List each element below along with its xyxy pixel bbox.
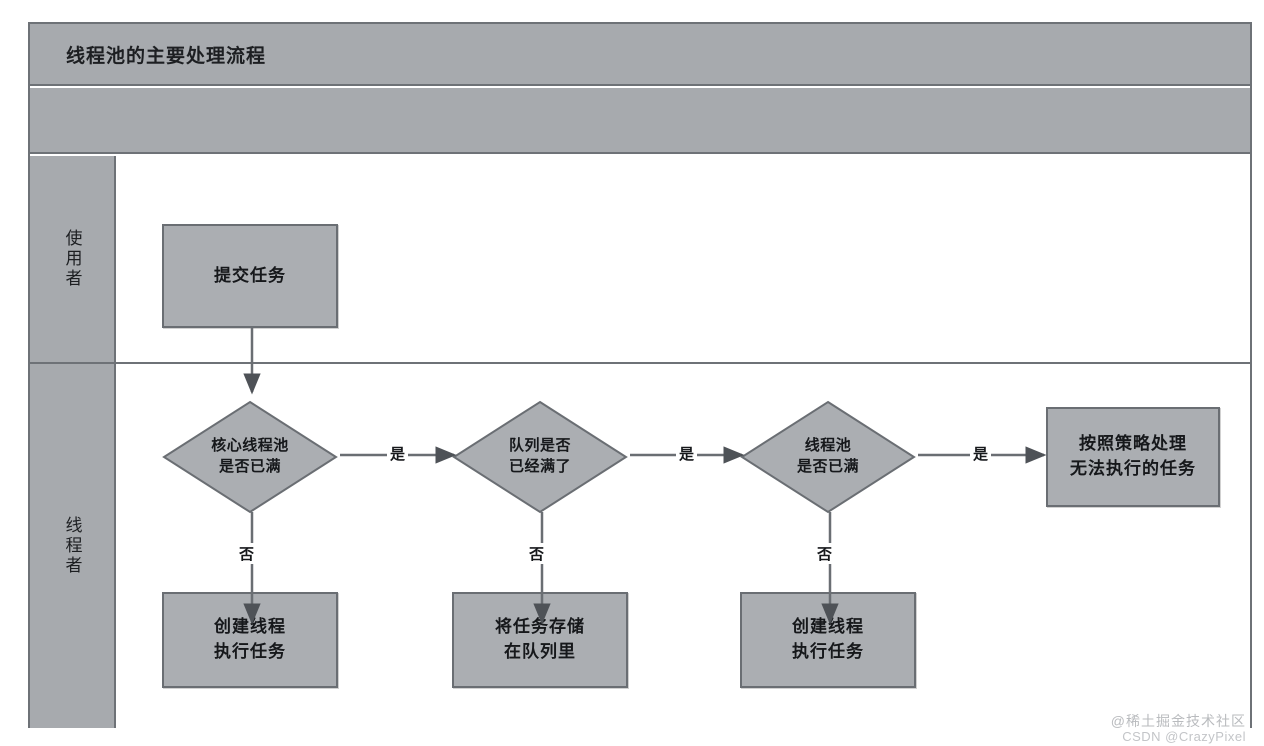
node-queue-full-label: 队列是否 已经满了	[508, 438, 571, 475]
node-create-thread-run-1[interactable]: 创建线程 执行任务	[162, 592, 338, 688]
edge-label-core-to-queue-yes: 是	[387, 443, 409, 464]
diagram-title-band: 线程池的主要处理流程	[30, 24, 1250, 86]
node-create-thread-run-2[interactable]: 创建线程 执行任务	[740, 592, 916, 688]
node-reject-policy[interactable]: 按照策略处理 无法执行的任务	[1046, 407, 1220, 507]
diagram-header-band	[30, 88, 1250, 154]
diagram-frame: 线程池的主要处理流程 使用者 提交任务 线程者	[28, 22, 1252, 728]
swimlane-container: 使用者 提交任务 线程者	[30, 156, 1250, 728]
edge-label-pool-to-create-2-no: 否	[814, 543, 836, 564]
edge-label-queue-to-pool-yes: 是	[676, 443, 698, 464]
edge-label-core-to-create-1-no: 否	[236, 543, 258, 564]
swimlane-label-user: 使用者	[62, 229, 82, 289]
node-pool-full[interactable]: 线程池 是否已满	[740, 400, 916, 514]
watermark-line-2: CSDN @CrazyPixel	[1122, 729, 1246, 744]
node-store-in-queue[interactable]: 将任务存储 在队列里	[452, 592, 628, 688]
node-queue-full[interactable]: 队列是否 已经满了	[452, 400, 628, 514]
swimlane-label-thread: 线程者	[62, 516, 82, 576]
node-pool-full-label: 线程池 是否已满	[796, 438, 859, 475]
swimlane-body-thread: 核心线程池 是否已满 队列是否 已经满了 线程池 是	[116, 364, 1250, 728]
diagram-title: 线程池的主要处理流程	[66, 45, 267, 67]
decision-diamond-shape	[740, 400, 916, 514]
watermark-line-1: @稀土掘金技术社区	[1110, 713, 1246, 729]
swimlane-header-user: 使用者	[30, 156, 116, 362]
node-store-in-queue-label: 将任务存储 在队列里	[495, 617, 585, 661]
edge-label-queue-to-store-no: 否	[526, 543, 548, 564]
node-core-pool-full-label: 核心线程池 是否已满	[211, 438, 289, 475]
swimlane-user: 使用者 提交任务	[30, 156, 1250, 362]
node-core-pool-full[interactable]: 核心线程池 是否已满	[162, 400, 338, 514]
decision-diamond-shape	[452, 400, 628, 514]
swimlane-header-thread: 线程者	[30, 364, 116, 728]
decision-diamond-shape	[162, 400, 338, 514]
node-reject-policy-label: 按照策略处理 无法执行的任务	[1070, 434, 1196, 478]
swimlane-thread: 线程者 核心线程池 是否已满 队列是否	[30, 362, 1250, 728]
edge-label-pool-to-reject-yes: 是	[970, 443, 992, 464]
node-create-thread-run-2-label: 创建线程 执行任务	[792, 617, 864, 661]
node-create-thread-run-1-label: 创建线程 执行任务	[214, 617, 286, 661]
swimlane-body-user: 提交任务	[116, 156, 1250, 362]
node-submit-task-label: 提交任务	[214, 265, 286, 285]
node-submit-task[interactable]: 提交任务	[162, 224, 338, 328]
watermark: @稀土掘金技术社区 CSDN @CrazyPixel	[1111, 711, 1246, 744]
